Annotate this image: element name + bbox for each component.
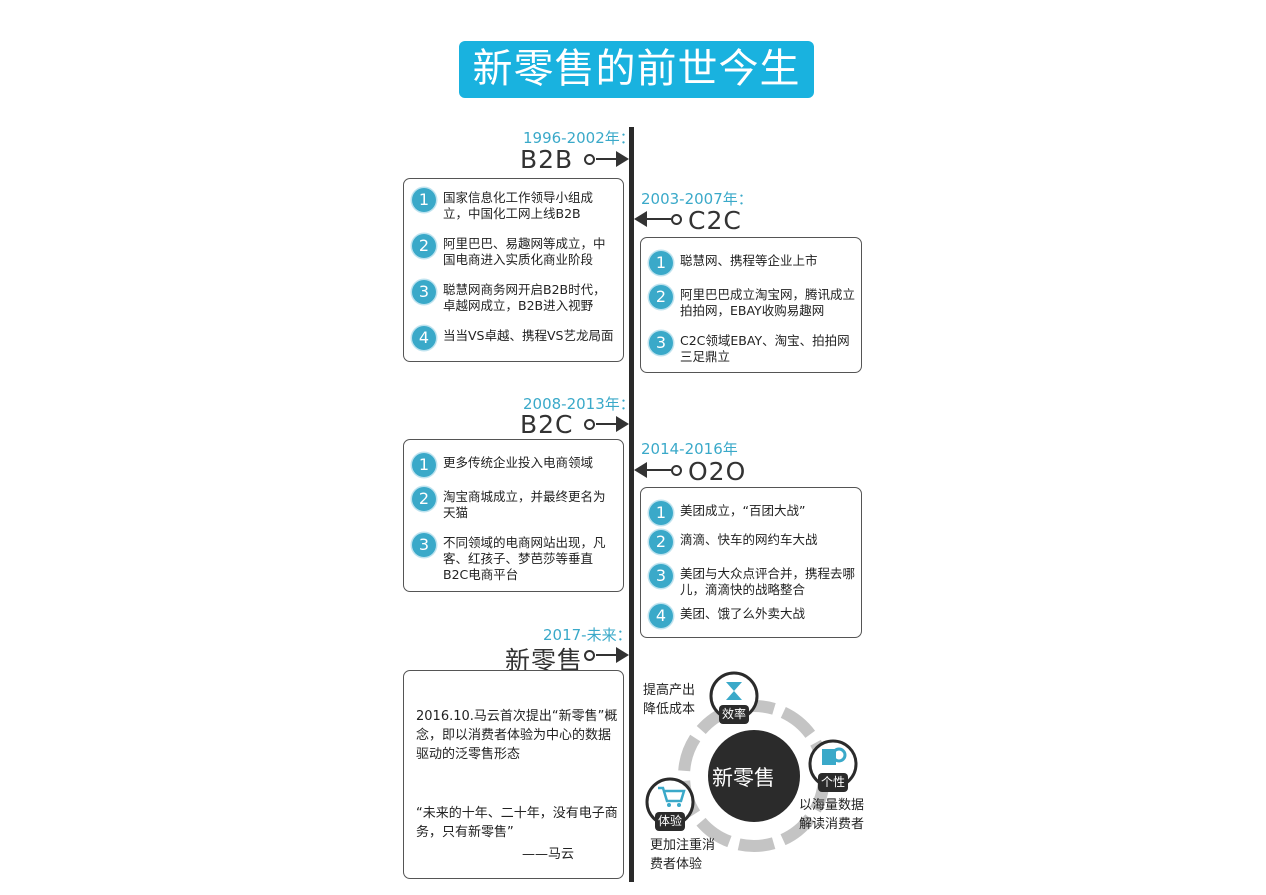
list-item-text: 淘宝商城成立，并最终更名为天猫 [443, 489, 606, 520]
era-b2b-card: 1 国家信息化工作领导小组成立，中国化工网上线B2B 2 阿里巴巴、易趣网等成立… [403, 178, 624, 362]
list-item-text: C2C领域EBAY、淘宝、拍拍网三足鼎立 [680, 333, 850, 364]
era-newretail-connector [596, 654, 618, 656]
list-item-text: 当当VS卓越、携程VS艺龙局面 [443, 328, 614, 343]
number-badge: 2 [412, 234, 436, 258]
list-item-text: 国家信息化工作领导小组成立，中国化工网上线B2B [443, 190, 594, 221]
personality-caption: 以海量数据解读消费者 [799, 798, 865, 832]
list-item: 1 国家信息化工作领导小组成立，中国化工网上线B2B [412, 188, 617, 222]
era-newretail-years: 2017-未来： [543, 626, 632, 644]
number-badge: 3 [412, 533, 436, 557]
era-c2c-arrow [634, 211, 647, 227]
number-badge: 1 [412, 188, 436, 212]
era-b2c-marker [584, 419, 595, 430]
center-label: 新零售 [712, 766, 775, 790]
center-circle [708, 730, 800, 822]
number-badge: 4 [649, 604, 673, 628]
number-badge: 1 [649, 251, 673, 275]
list-item: 2 淘宝商城成立，并最终更名为天猫 [412, 487, 617, 521]
era-o2o-marker [671, 465, 682, 476]
gear-icon [822, 747, 847, 765]
era-c2c-card: 1 聪慧网、携程等企业上市 2 阿里巴巴成立淘宝网，腾讯成立拍拍网，EBAY收购… [640, 237, 862, 373]
list-item-text: 美团与大众点评合并，携程去哪儿，滴滴快的战略整合 [680, 566, 856, 597]
list-item-text: 阿里巴巴成立淘宝网，腾讯成立拍拍网，EBAY收购易趣网 [680, 287, 856, 318]
era-o2o-years: 2014-2016年 [641, 440, 738, 458]
number-badge: 3 [649, 564, 673, 588]
era-newretail-marker [584, 650, 595, 661]
list-item-text: 不同领域的电商网站出现，凡客、红孩子、梦芭莎等垂直B2C电商平台 [443, 535, 606, 582]
number-badge: 2 [412, 487, 436, 511]
list-item: 3 美团与大众点评合并，携程去哪儿，滴滴快的战略整合 [649, 564, 855, 598]
era-newretail-card: 2016.10.马云首次提出“新零售”概念，即以消费者体验为中心的数据驱动的泛零… [403, 670, 624, 879]
era-o2o-card: 1 美团成立，“百团大战” 2 滴滴、快车的网约车大战 3 美团与大众点评合并，… [640, 487, 862, 638]
list-item-text: 聪慧网、携程等企业上市 [680, 253, 818, 268]
era-b2c-arrow [616, 416, 629, 432]
number-badge: 3 [412, 280, 436, 304]
list-item: 4 美团、饿了么外卖大战 [649, 604, 855, 628]
number-badge: 2 [649, 530, 673, 554]
era-c2c-marker [671, 214, 682, 225]
era-b2c-years: 2008-2013年： [523, 395, 635, 413]
page-title: 新零售的前世今生 [459, 41, 814, 98]
timeline-axis [629, 127, 634, 882]
era-c2c-connector [645, 218, 671, 220]
era-o2o-connector [645, 469, 671, 471]
list-item: 2 阿里巴巴成立淘宝网，腾讯成立拍拍网，EBAY收购易趣网 [649, 285, 855, 319]
cart-icon [658, 786, 686, 807]
list-item: 1 聪慧网、携程等企业上市 [649, 251, 855, 275]
era-c2c-years: 2003-2007年： [641, 190, 753, 208]
list-item-text: 阿里巴巴、易趣网等成立，中国电商进入实质化商业阶段 [443, 236, 606, 267]
list-item-text: 更多传统企业投入电商领域 [443, 455, 594, 470]
era-newretail-arrow [616, 647, 629, 663]
list-item-text: 美团、饿了么外卖大战 [680, 606, 806, 621]
number-badge: 3 [649, 331, 673, 355]
era-b2b-years: 1996-2002年： [523, 129, 635, 147]
era-b2c-connector [596, 423, 618, 425]
era-b2b-name: B2B [520, 145, 574, 174]
list-item: 3 聪慧网商务网开启B2B时代，卓越网成立，B2B进入视野 [412, 280, 617, 314]
list-item: 1 更多传统企业投入电商领域 [412, 453, 617, 477]
list-item-text: 滴滴、快车的网约车大战 [680, 532, 818, 547]
era-b2b-marker [584, 154, 595, 165]
list-item: 2 阿里巴巴、易趣网等成立，中国电商进入实质化商业阶段 [412, 234, 617, 268]
number-badge: 2 [649, 285, 673, 309]
era-b2b-connector [596, 158, 618, 160]
number-badge: 1 [649, 501, 673, 525]
quote-author: ——马云 [522, 847, 575, 862]
experience-badge: 体验 [655, 812, 685, 831]
hourglass-icon [726, 682, 742, 700]
list-item: 4 当当VS卓越、携程VS艺龙局面 [412, 326, 617, 350]
era-b2c-card: 1 更多传统企业投入电商领域 2 淘宝商城成立，并最终更名为天猫 3 不同领域的… [403, 439, 624, 592]
era-c2c-name: C2C [688, 206, 742, 235]
quote-text: “未来的十年、二十年，没有电子商务，只有新零售” [416, 806, 618, 840]
era-o2o-name: O2O [688, 457, 747, 486]
era-b2c-name: B2C [520, 410, 574, 439]
list-item-text: 聪慧网商务网开启B2B时代，卓越网成立，B2B进入视野 [443, 282, 606, 313]
list-item: 3 不同领域的电商网站出现，凡客、红孩子、梦芭莎等垂直B2C电商平台 [412, 533, 617, 583]
era-b2b-arrow [616, 151, 629, 167]
list-item: 2 滴滴、快车的网约车大战 [649, 530, 855, 554]
personality-badge: 个性 [818, 773, 848, 792]
efficiency-caption: 提高产出降低成本 [643, 683, 696, 717]
experience-caption: 更加注重消费者体验 [650, 838, 716, 872]
number-badge: 4 [412, 326, 436, 350]
list-item-text: 美团成立，“百团大战” [680, 503, 806, 518]
list-item: 3 C2C领域EBAY、淘宝、拍拍网三足鼎立 [649, 331, 855, 365]
era-o2o-arrow [634, 462, 647, 478]
list-item: 1 美团成立，“百团大战” [649, 501, 855, 525]
number-badge: 1 [412, 453, 436, 477]
efficiency-badge: 效率 [719, 705, 749, 724]
intro-text: 2016.10.马云首次提出“新零售”概念，即以消费者体验为中心的数据驱动的泛零… [416, 709, 618, 762]
